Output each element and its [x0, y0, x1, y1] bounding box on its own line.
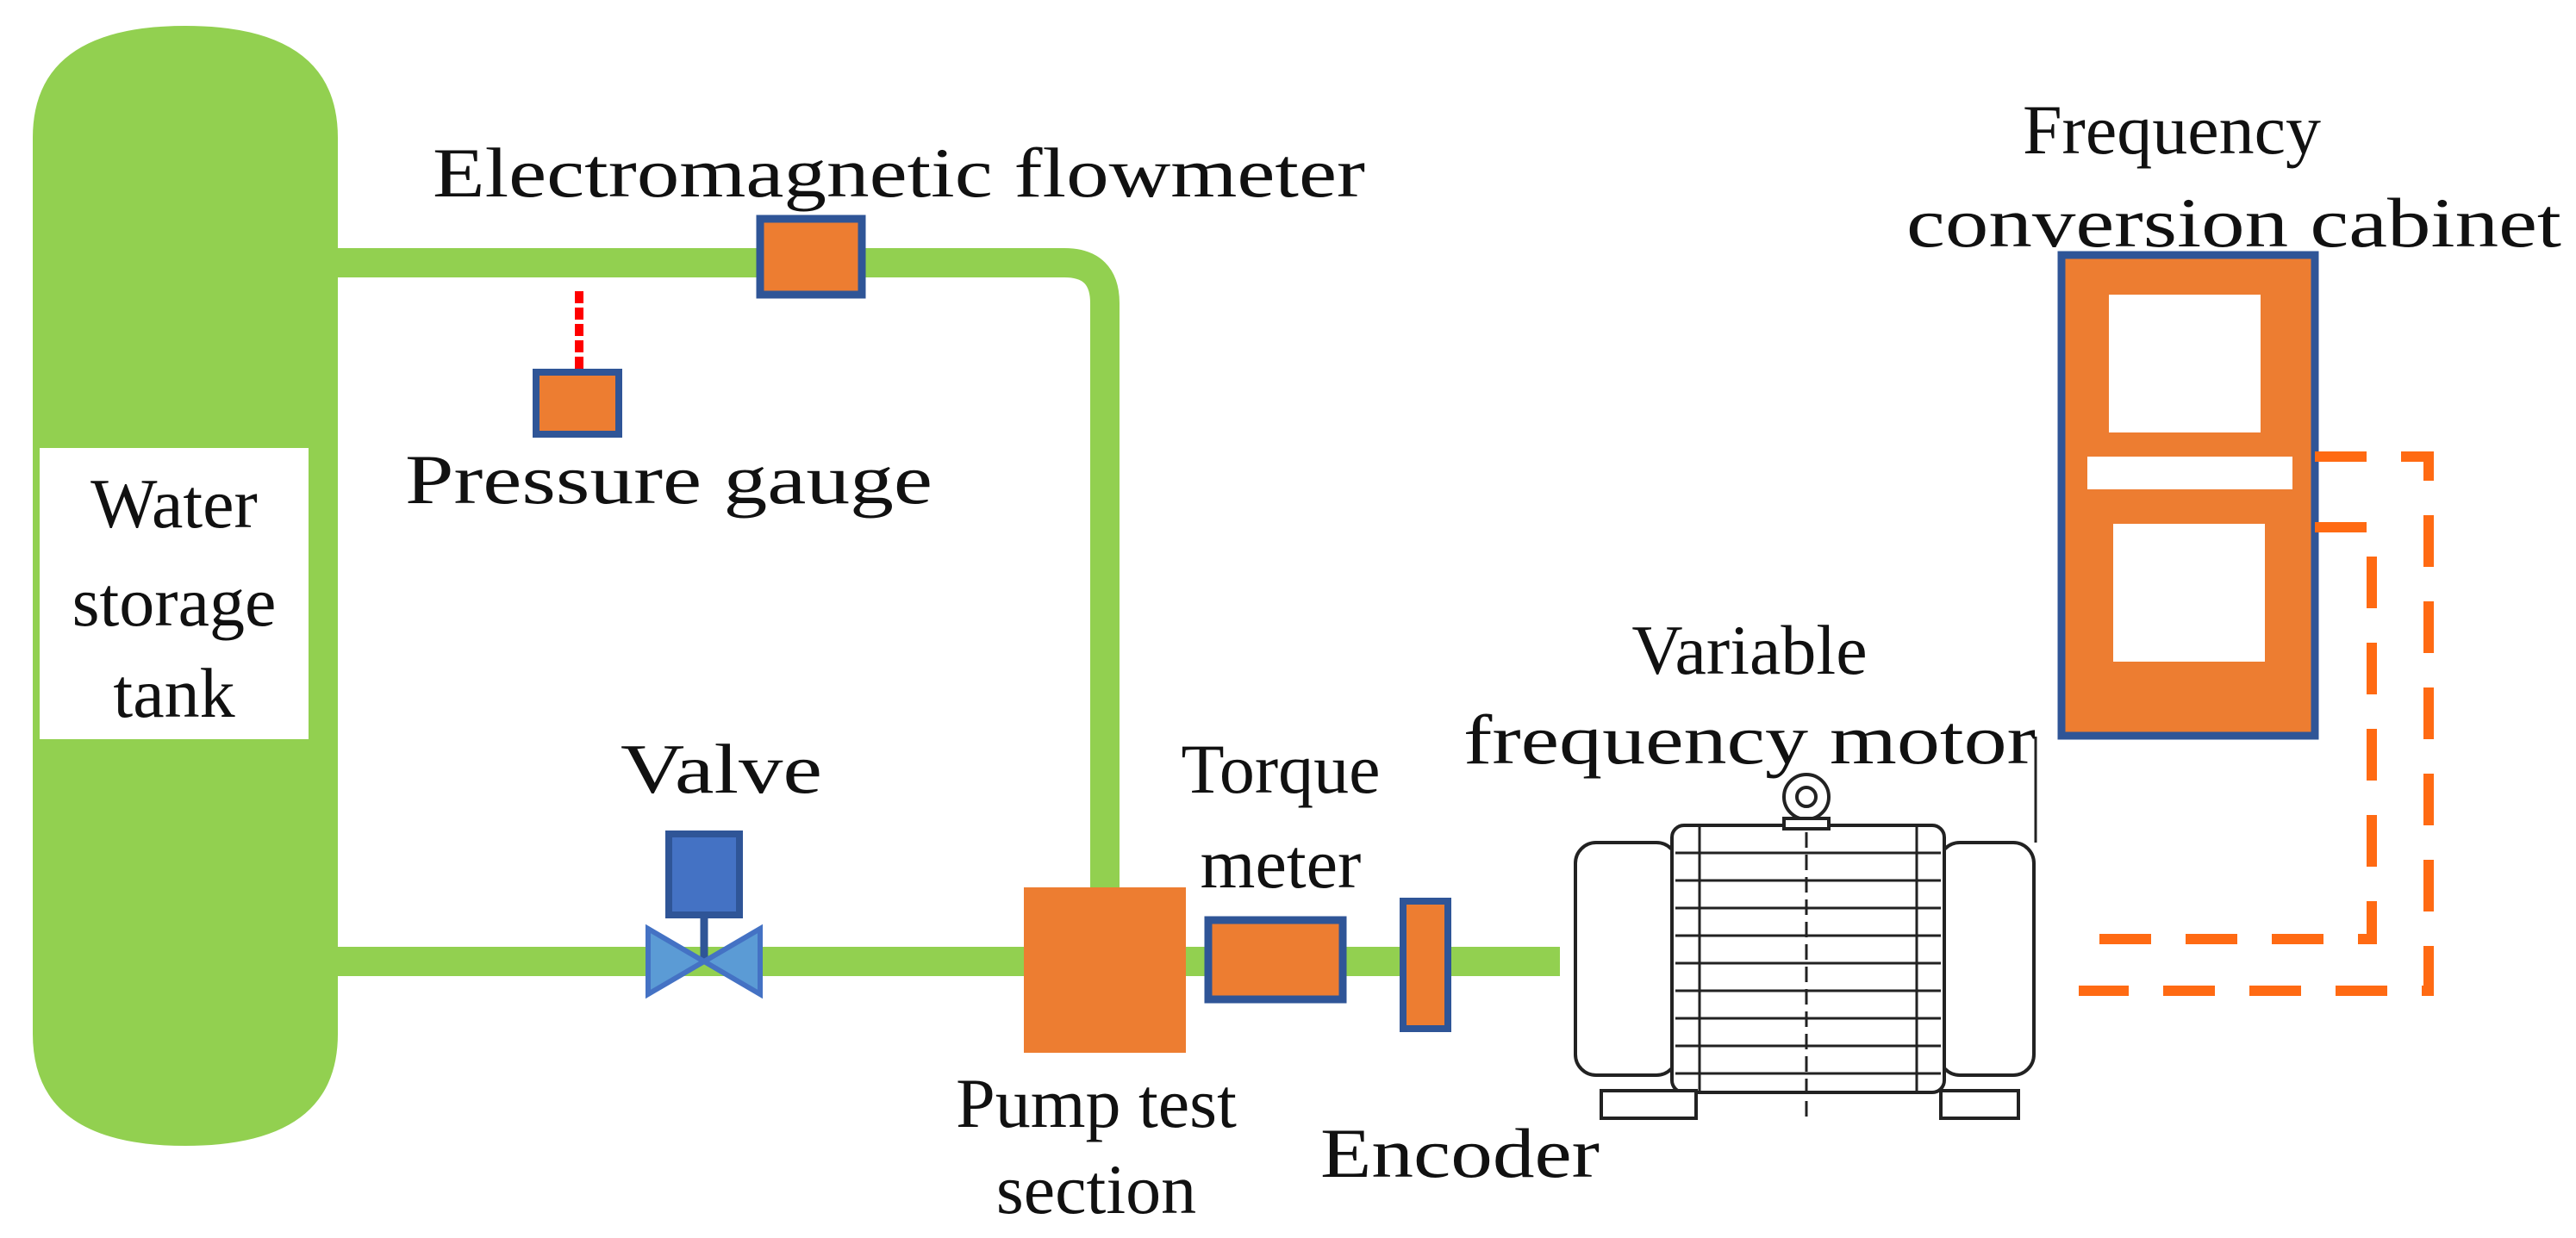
motor-eye-base	[1782, 817, 1831, 831]
encoder-label: Encoder	[1320, 1114, 1600, 1192]
torque-meter: Torque meter	[1181, 730, 1381, 1004]
pump-test-section: Pump test section	[956, 887, 1237, 1229]
pressure-gauge: Pressure gauge	[405, 291, 932, 519]
cabinet-window-bottom	[2113, 524, 2265, 662]
variable-frequency-motor: Variable frequency motor	[1463, 611, 2037, 1120]
cabinet-label-line1: Frequency	[2023, 90, 2321, 169]
flowmeter-label: Electromagnetic flowmeter	[433, 134, 1365, 212]
valve: Valve	[621, 730, 822, 999]
motor-foot-right	[1939, 1089, 2020, 1120]
pump-label-line1: Pump test	[956, 1064, 1237, 1142]
frequency-conversion-cabinet: Frequency conversion cabinet	[1906, 90, 2561, 740]
cabinet-label-line2: conversion cabinet	[1906, 184, 2561, 262]
encoder-body	[1400, 898, 1451, 1032]
tank-label-line1: Water	[90, 464, 258, 543]
tank-label-box	[40, 448, 309, 739]
motor-label-line1: Variable	[1631, 611, 1867, 689]
cabinet-window-top	[2109, 295, 2261, 432]
encoder: Encoder	[1320, 898, 1600, 1192]
tank-label-line2: storage	[72, 563, 277, 641]
torque-meter-body	[1204, 916, 1347, 1004]
upper-pipe	[332, 248, 1120, 892]
motor-frame	[1670, 824, 1946, 1094]
pressure-gauge-label: Pressure gauge	[405, 440, 932, 519]
valve-body	[646, 924, 763, 999]
cable-outer	[2079, 451, 2434, 996]
torque-meter-label-line2: meter	[1201, 824, 1362, 903]
tank-label-line3: tank	[113, 654, 234, 732]
torque-meter-label-line1: Torque	[1181, 730, 1380, 808]
control-cables	[2079, 451, 2434, 996]
gauge-body	[533, 369, 622, 438]
flowmeter-body	[756, 215, 866, 299]
motor-end-cap-left	[1574, 841, 1679, 1077]
motor-end-cap-right	[1937, 841, 2036, 1077]
motor-foot-left	[1600, 1089, 1698, 1120]
valve-actuator	[665, 831, 743, 918]
water-storage-tank: Water storage tank	[33, 26, 338, 1146]
motor-label-line2: frequency motor	[1463, 700, 2036, 779]
motor-cooling-fins	[1675, 810, 1941, 1120]
pipe-loop	[332, 248, 1560, 976]
cable-inner	[2084, 522, 2377, 944]
motor-lifting-eye-hole	[1795, 786, 1818, 808]
pump-body	[1024, 887, 1186, 1053]
valve-label: Valve	[621, 730, 822, 808]
cabinet-slot	[2087, 457, 2292, 489]
pump-label-line2: section	[996, 1150, 1196, 1229]
electromagnetic-flowmeter: Electromagnetic flowmeter	[433, 134, 1365, 299]
